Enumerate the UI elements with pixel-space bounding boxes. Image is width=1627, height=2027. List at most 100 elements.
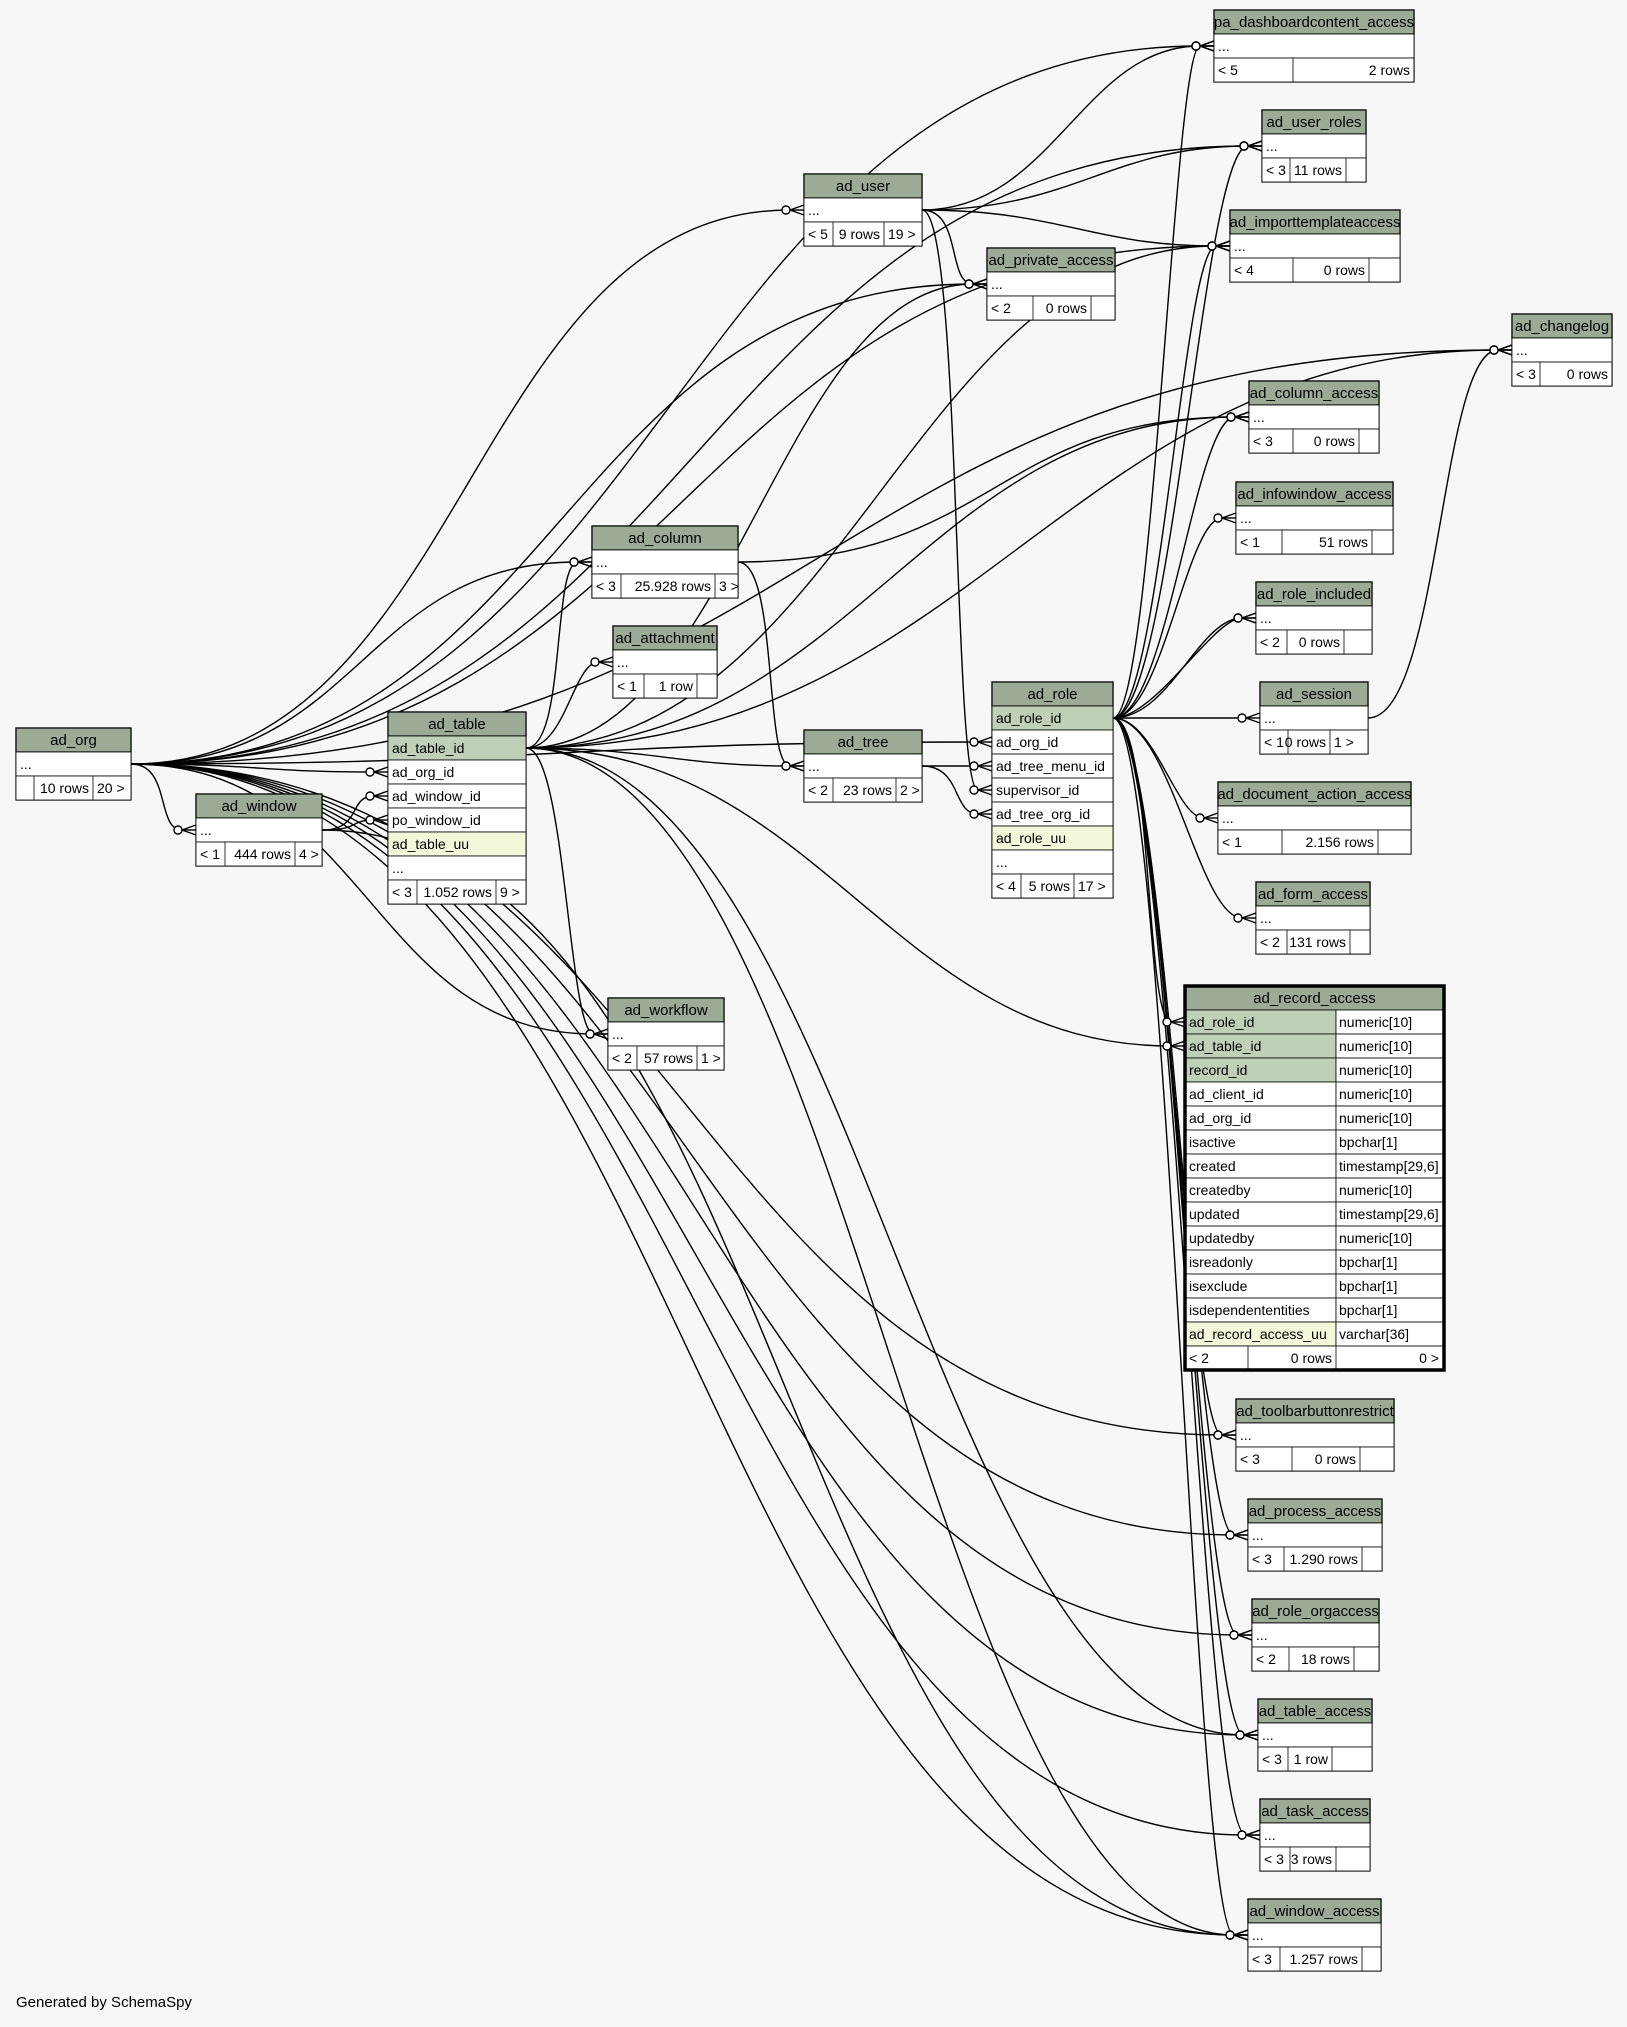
column-type: numeric[10] [1339,1014,1412,1030]
column-cell [991,825,1114,851]
column-isreadonly: isreadonly [1189,1254,1253,1270]
row-count: 0 rows [1299,634,1340,650]
optional-marker [1207,241,1217,251]
column-updated: updated [1189,1206,1240,1222]
table-name: ad_table_access [1259,1703,1372,1720]
optional-marker [969,785,979,795]
table-name: ad_table [428,716,486,733]
row-count: 0 rows [1291,1350,1332,1366]
row-count: 1 row [659,678,694,694]
row-count: 9 rows [839,226,880,242]
relationship-line [1112,617,1243,719]
crows-foot [1215,245,1231,252]
optional-marker [1239,141,1249,151]
column-more: ... [1264,710,1276,726]
column-more: ... [1264,1827,1276,1843]
optional-marker [365,767,375,777]
column-cell [1257,1722,1373,1748]
column-type: bpchar[1] [1339,1302,1397,1318]
column-ad_window_id: ad_window_id [392,788,481,804]
relationship-line [130,763,1235,1936]
relationship-line [130,763,1223,1436]
relationship-line [130,763,1235,1536]
relationship-line [921,209,974,285]
table-header [607,997,725,1023]
column-po_window_id: po_window_id [392,812,481,828]
stats-row [1261,157,1367,183]
table-name: ad_form_access [1258,886,1368,903]
relationship-line [1367,349,1499,719]
table-name: ad_infowindow_access [1237,486,1391,503]
optional-marker [969,761,979,771]
parents-count: < 2 [1256,1651,1276,1667]
column-ad_tree_menu_id: ad_tree_menu_id [996,758,1105,774]
relationship-line [525,747,791,767]
column-more: ... [392,860,404,876]
relationship-line [130,209,791,765]
table-name: ad_attachment [615,630,715,647]
relationship-line [525,416,1236,749]
stats-row [991,873,1114,899]
relationship-line [130,561,579,765]
relationship-line [737,416,1236,563]
relationship-line [1112,717,1235,1936]
column-cell [1184,1297,1337,1323]
relationship-line [1112,245,1217,719]
relationship-line [1112,617,1243,719]
crows-foot [1243,1729,1259,1736]
stats-row [1247,1946,1382,1972]
column-more: ... [20,756,32,772]
crows-foot [1221,517,1237,524]
crows-foot [1247,145,1263,152]
relationship-line [130,763,1239,1636]
column-ad_table_id: ad_table_id [392,740,464,756]
table-ad_table[interactable]: ad_tablead_table_idad_org_idad_window_id… [387,711,527,905]
stats-row [1511,361,1613,387]
column-createdby: createdby [1189,1182,1250,1198]
column-type: varchar[36] [1339,1326,1409,1342]
crows-foot [1233,1929,1249,1936]
table-ad_role[interactable]: ad_rolead_role_idad_org_idad_tree_menu_i… [991,681,1114,899]
column-ad_table_uu: ad_table_uu [392,836,469,852]
crows-foot [598,656,614,663]
column-type: numeric[10] [1339,1182,1412,1198]
row-count: 11 rows [1294,162,1342,178]
column-cell [1217,805,1412,831]
crows-foot [977,736,993,743]
row-count: 3 rows [1291,1851,1332,1867]
optional-marker [1237,1830,1247,1840]
column-cell [1247,1922,1382,1948]
crows-foot [373,814,389,821]
parents-count: < 5 [808,226,828,242]
crows-foot [1497,344,1513,351]
relationship-line [130,145,1249,765]
column-cell [991,705,1114,731]
